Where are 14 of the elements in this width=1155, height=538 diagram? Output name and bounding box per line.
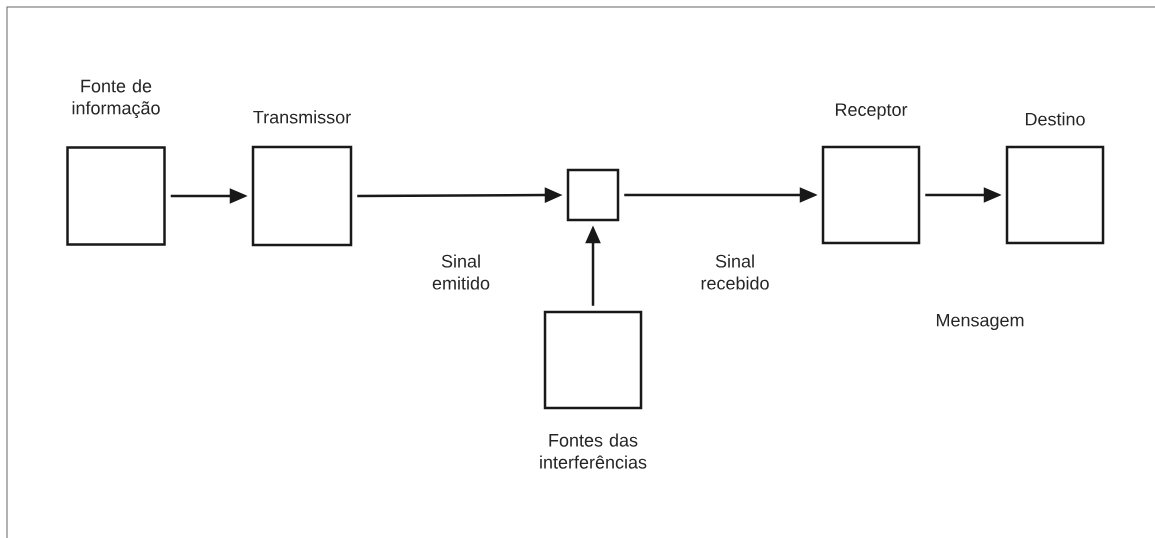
edge-label: Sinal recebido (701, 254, 769, 290)
node-label: Transmissor (253, 110, 351, 124)
process-box: Transmissor (251, 110, 353, 247)
node-label: Destino (1025, 112, 1085, 126)
process-box: Fontes das interferências (540, 310, 647, 469)
junction-box (566, 168, 620, 222)
node-label: Fonte de informação (72, 79, 160, 119)
node-label: Receptor (835, 103, 908, 120)
process-box: Fonte de informação (66, 79, 166, 246)
process-box: Receptor (821, 103, 921, 245)
node-label: Fontes das interferências (540, 433, 647, 469)
edge-label: Sinal emitido (432, 254, 490, 290)
text-label: Mensagem (936, 313, 1024, 331)
process-box: Destino (1005, 112, 1105, 245)
